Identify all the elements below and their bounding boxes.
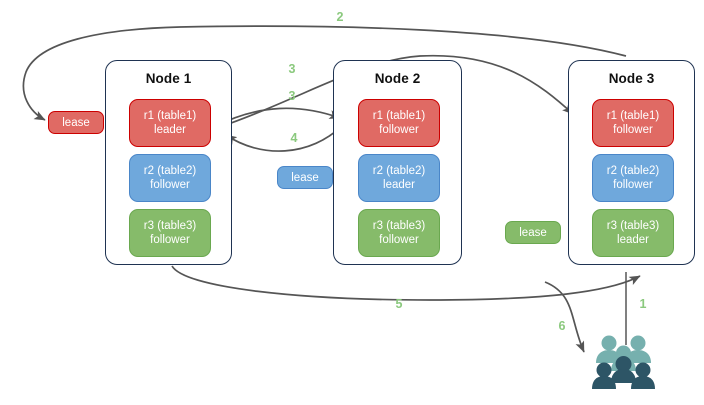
- edge-step-6: [544, 281, 585, 353]
- replica-n3-r2[interactable]: r2 (table2) follower: [592, 154, 674, 202]
- step-label-2: 2: [336, 10, 344, 24]
- replica-role: follower: [379, 124, 419, 136]
- replica-name: r2 (table2): [372, 164, 426, 177]
- replica-n1-r3[interactable]: r3 (table3) follower: [129, 209, 211, 257]
- replica-n1-r1[interactable]: r1 (table1) leader: [129, 99, 211, 147]
- step-label-5: 5: [395, 297, 403, 311]
- replica-n2-r2[interactable]: r2 (table2) leader: [358, 154, 440, 202]
- node-box-2[interactable]: Node 2 r1 (table1) follower r2 (table2) …: [333, 60, 462, 265]
- replica-role: follower: [150, 234, 190, 246]
- step-label-3b: 3: [288, 89, 296, 103]
- replica-n1-r2[interactable]: r2 (table2) follower: [129, 154, 211, 202]
- node-title: Node 3: [608, 71, 655, 86]
- step-label-4: 4: [290, 131, 298, 145]
- users-icon: [592, 335, 655, 389]
- replica-role: leader: [383, 179, 415, 191]
- lease-badge-green[interactable]: lease: [505, 221, 561, 244]
- node-box-3[interactable]: Node 3 r1 (table1) follower r2 (table2) …: [568, 60, 695, 265]
- replica-name: r3 (table3): [372, 219, 426, 232]
- replica-name: r2 (table2): [143, 164, 197, 177]
- replica-name: r1 (table1): [143, 109, 197, 122]
- replica-role: follower: [379, 234, 419, 246]
- replica-n3-r3[interactable]: r3 (table3) leader: [592, 209, 674, 257]
- replica-role: follower: [150, 179, 190, 191]
- edge-step-3-to-node2: [215, 107, 341, 127]
- replica-role: leader: [154, 124, 186, 136]
- replica-role: follower: [613, 179, 653, 191]
- node-title: Node 1: [145, 71, 192, 86]
- replica-n2-r3[interactable]: r3 (table3) follower: [358, 209, 440, 257]
- replica-role: leader: [617, 234, 649, 246]
- step-label-6: 6: [558, 319, 566, 333]
- step-label-1: 1: [639, 297, 647, 311]
- replica-n3-r1[interactable]: r1 (table1) follower: [592, 99, 674, 147]
- lease-badge-blue[interactable]: lease: [277, 166, 333, 189]
- replica-name: r2 (table2): [606, 164, 660, 177]
- step-label-3a: 3: [288, 62, 296, 76]
- replica-name: r1 (table1): [372, 109, 426, 122]
- replica-name: r3 (table3): [606, 219, 660, 232]
- replica-name: r1 (table1): [606, 109, 660, 122]
- lease-badge-red[interactable]: lease: [48, 111, 104, 134]
- edge-step-5: [171, 265, 641, 301]
- replica-name: r3 (table3): [143, 219, 197, 232]
- node-box-1[interactable]: Node 1 r1 (table1) leader r2 (table2) fo…: [105, 60, 232, 265]
- replica-role: follower: [613, 124, 653, 136]
- replica-n2-r1[interactable]: r1 (table1) follower: [358, 99, 440, 147]
- node-title: Node 2: [374, 71, 421, 86]
